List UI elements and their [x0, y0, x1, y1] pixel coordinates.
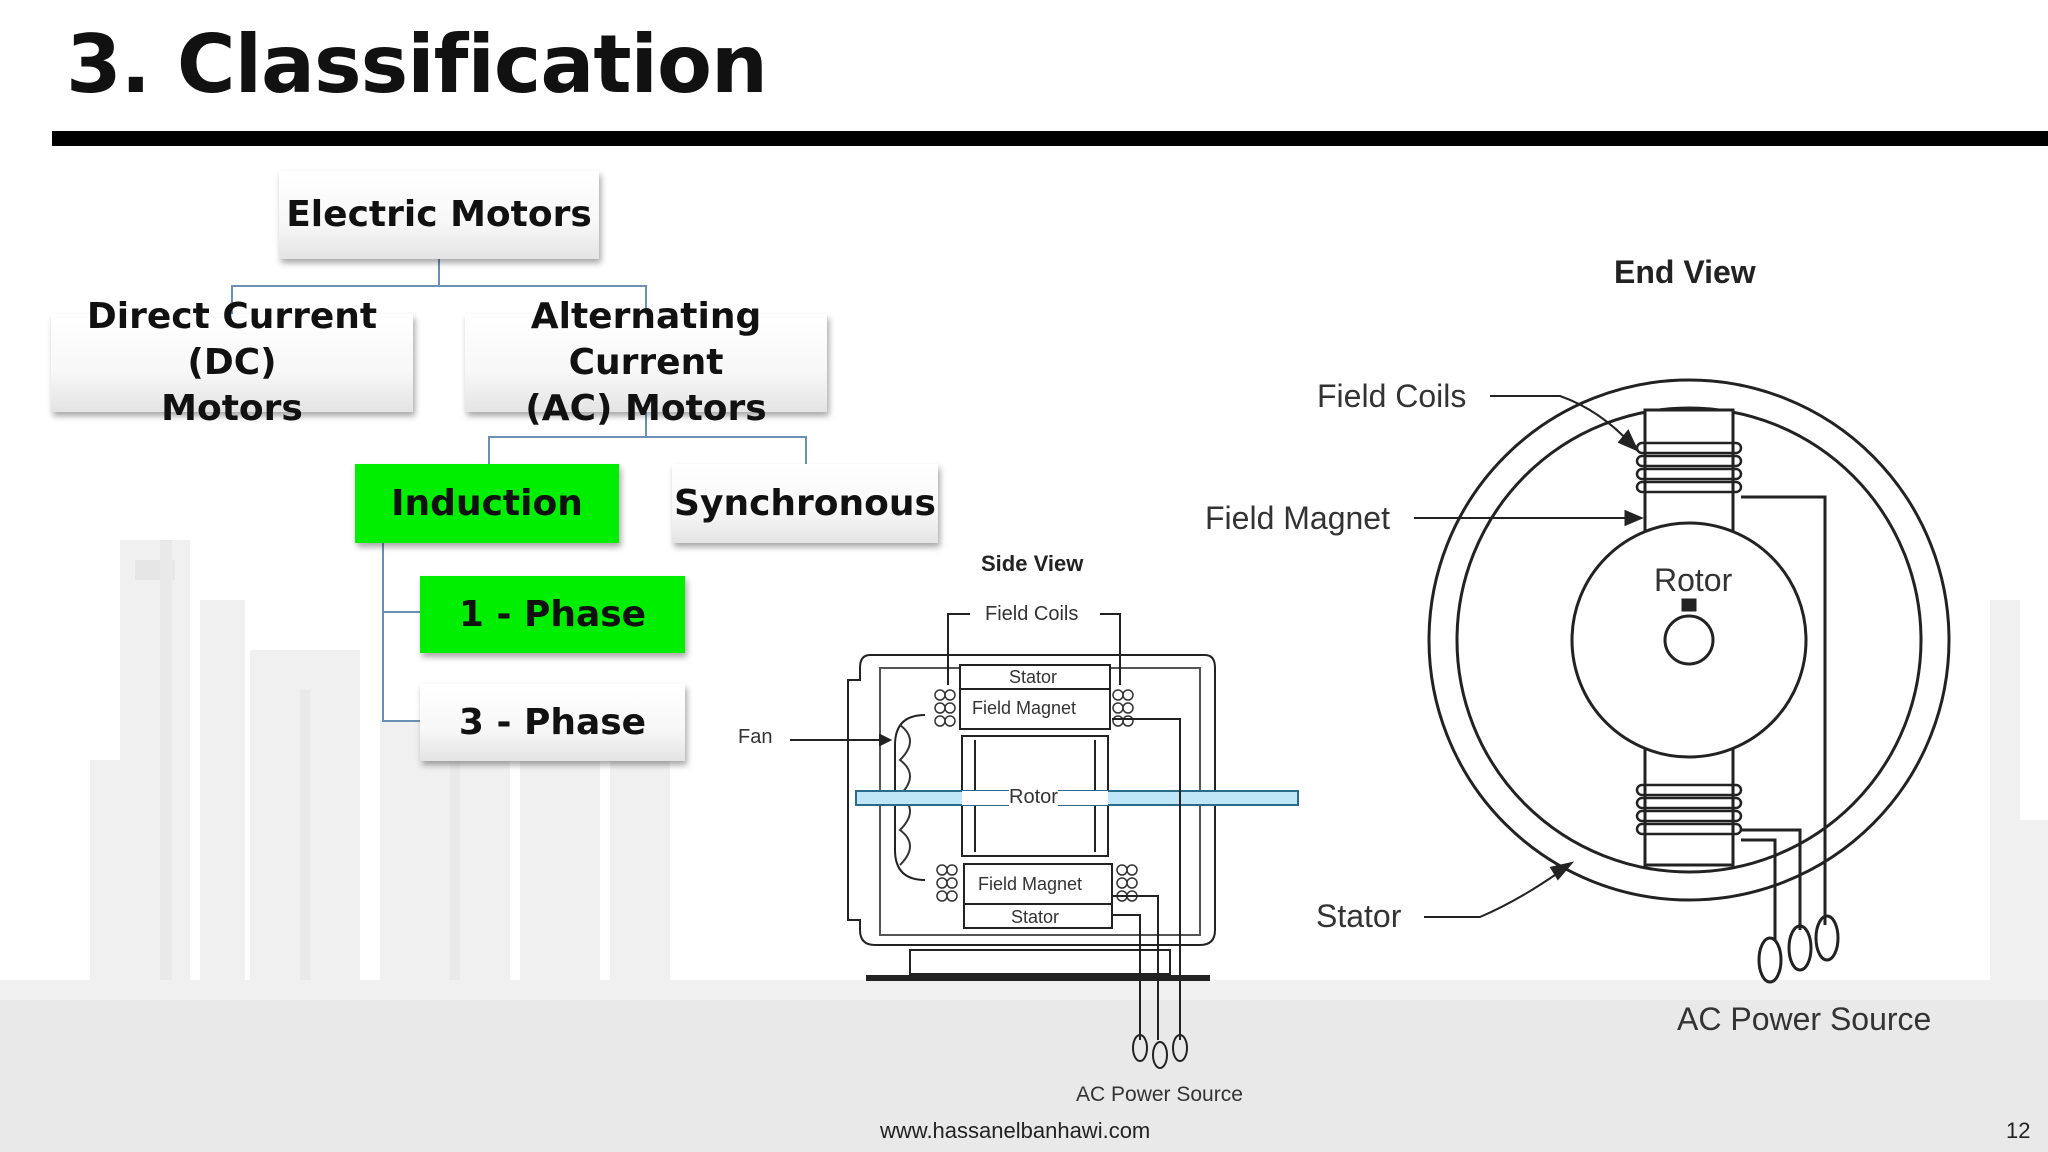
side-view-field-magnet-top-label: Field Magnet [972, 698, 1077, 718]
side-view-field-coils-label: Field Coils [985, 603, 1079, 625]
side-view-fan-label: Fan [738, 726, 773, 748]
title-underline [52, 131, 2048, 146]
side-view-stator-top-label: Stator [1009, 667, 1058, 687]
page-number: 12 [2006, 1118, 2031, 1143]
end-view-stator-label: Stator [1316, 898, 1402, 934]
induction-box: Induction [355, 464, 619, 543]
induction-label: Induction [391, 482, 583, 524]
slide-title: 3. Classification [66, 18, 768, 111]
ac-motors-label-line2: (AC) Motors [525, 388, 767, 429]
side-view-base [909, 949, 1171, 975]
side-view-rotor-label: Rotor [1009, 786, 1058, 809]
end-view-field-magnet-top [1643, 408, 1735, 540]
connector-induction-synchronous [488, 436, 807, 464]
end-view-field-magnet-label: Field Magnet [1205, 500, 1390, 536]
side-view-coils [934, 689, 1138, 902]
side-view-housing [847, 654, 1216, 946]
end-view-outer-ring [1427, 378, 1951, 902]
end-view-inner-ring [1455, 406, 1923, 874]
three-phase-label: 3 - Phase [458, 701, 647, 743]
connector-dc-ac [231, 285, 647, 314]
side-view-field-magnet-top [959, 688, 1111, 730]
end-view-rotor [1570, 521, 1808, 759]
end-view-title: End View [1614, 254, 1756, 290]
dc-motors-box: Direct Current (DC) Motors [51, 296, 413, 429]
side-view-power-source-label: AC Power Source [1076, 1083, 1243, 1106]
electric-motors-label: Electric Motors [286, 194, 592, 235]
synchronous-box: Synchronous [672, 464, 938, 543]
end-view-power-source-label: AC Power Source [1677, 1001, 1932, 1037]
end-view-shaft [1663, 614, 1715, 666]
synchronous-label: Synchronous [674, 482, 936, 524]
dc-motors-label-line1: Direct Current (DC) [86, 296, 378, 383]
end-view-field-coils-label: Field Coils [1317, 378, 1467, 414]
ac-motors-box: Alternating Current (AC) Motors [465, 296, 827, 429]
side-view-title: Side View [981, 551, 1084, 576]
one-phase-label: 1 - Phase [458, 593, 647, 635]
side-view-field-magnet-bottom-label: Field Magnet [978, 874, 1083, 894]
side-view-field-magnet-bottom [963, 863, 1113, 905]
dc-motors-label-line2: Motors [161, 388, 303, 429]
side-view-stator-bottom-label: Stator [1011, 907, 1060, 927]
one-phase-box: 1 - Phase [420, 576, 685, 653]
end-view-field-magnet-bottom [1643, 743, 1735, 867]
connector-induction-phases [382, 543, 420, 722]
footer-url: www.hassanelbanhawi.com [880, 1118, 1151, 1143]
ac-motors-label-line1: Alternating Current [530, 296, 762, 383]
three-phase-box: 3 - Phase [420, 684, 685, 761]
end-view-rotor-label: Rotor [1654, 562, 1733, 598]
side-view-stator-bottom [963, 903, 1113, 929]
side-view-stator-top [959, 664, 1111, 690]
electric-motors-box: Electric Motors [279, 171, 599, 259]
